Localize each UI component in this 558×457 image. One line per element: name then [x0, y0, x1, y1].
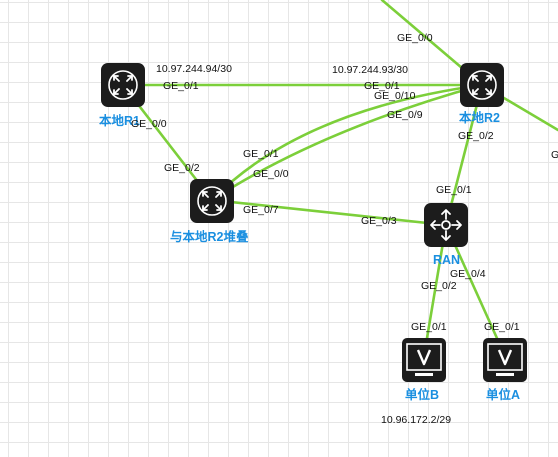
- device-name-stack: 与本地R2堆叠: [170, 229, 249, 244]
- port-label: GE_0/2: [164, 162, 200, 174]
- router-icon: [100, 62, 146, 108]
- device-ran[interactable]: [423, 202, 469, 248]
- terminal-icon: [401, 337, 447, 383]
- device-r1[interactable]: [100, 62, 146, 108]
- links: [121, 0, 558, 358]
- device-r2[interactable]: [459, 62, 505, 108]
- device-name-unit-b: 单位B: [405, 387, 439, 402]
- port-label: GE_0/1: [436, 184, 472, 196]
- device-unit-b[interactable]: [401, 337, 447, 383]
- port-label: GE_0/2: [458, 130, 494, 142]
- port-label: GE_0/9: [387, 109, 423, 121]
- port-label: GE_0/1: [411, 321, 447, 333]
- device-name-r1: 本地R1: [99, 113, 140, 128]
- port-label: GE_0/10: [374, 90, 416, 102]
- device-stack[interactable]: [189, 178, 235, 224]
- terminal-icon: [482, 337, 528, 383]
- port-label: GE_0/0: [131, 118, 167, 130]
- ip-label: 10.97.244.93/30: [332, 64, 408, 76]
- link-r2-ran[interactable]: [444, 83, 484, 227]
- device-name-unit-a: 单位A: [486, 387, 520, 402]
- device-name-r2: 本地R2: [459, 110, 500, 125]
- port-label: GE_0/3: [361, 215, 397, 227]
- router-icon: [459, 62, 505, 108]
- link-stack-r2-b[interactable]: [210, 83, 484, 202]
- port-label: GE_0/1: [364, 80, 400, 92]
- port-label: GE_0/0: [253, 168, 289, 180]
- port-label: GE_0/1: [243, 148, 279, 160]
- device-name-ran: RAN: [433, 253, 460, 267]
- switch-icon: [423, 202, 469, 248]
- port-label: GE_0/2: [421, 280, 457, 292]
- ip-label: 10.97.244.94/30: [156, 63, 232, 75]
- device-unit-a[interactable]: [482, 337, 528, 383]
- router-icon: [189, 178, 235, 224]
- port-label-partial: G: [551, 149, 558, 161]
- port-label: GE_0/0: [397, 32, 433, 44]
- port-label: GE_0/1: [484, 321, 520, 333]
- port-label: GE_0/1: [163, 80, 199, 92]
- link-stack-ran[interactable]: [210, 198, 448, 227]
- port-label: GE_0/7: [243, 204, 279, 216]
- link-stack-r2-a[interactable]: [210, 83, 484, 202]
- ip-label: 10.96.172.2/29: [381, 414, 451, 426]
- port-label: GE_0/4: [450, 268, 486, 280]
